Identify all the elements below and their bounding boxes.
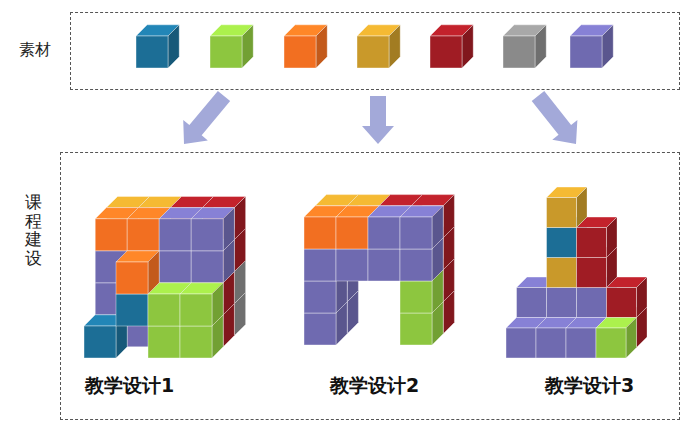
cube-side [432, 206, 443, 249]
cube [547, 187, 588, 228]
cube-front [547, 228, 577, 258]
cube [577, 217, 618, 258]
cube-side [626, 318, 637, 359]
cube-front [284, 36, 316, 68]
cube-side [212, 283, 223, 326]
cube [503, 25, 546, 68]
panel-heading: 课程建设 [25, 193, 42, 268]
cube-front [304, 217, 336, 249]
cube-front [400, 217, 432, 249]
cube-side [577, 187, 588, 228]
cube-front [566, 328, 596, 358]
cube-front [159, 219, 191, 251]
dashed-panel: 素材 [70, 12, 680, 90]
cube-front [304, 249, 336, 281]
cube-side [389, 25, 400, 68]
cube-front [547, 258, 577, 288]
cube-front [304, 281, 336, 313]
cube-front [148, 326, 180, 358]
design-caption: 教学设计3 [545, 373, 634, 399]
cube-front [148, 294, 180, 326]
cube-side [234, 196, 245, 239]
block-arrow [183, 91, 230, 144]
cube-front [304, 313, 336, 345]
block-arrow [532, 91, 578, 144]
cube-side [602, 25, 613, 68]
cube-front [84, 326, 116, 358]
cube-front [368, 217, 400, 249]
block-arrow [362, 96, 394, 144]
cube [191, 208, 234, 251]
cube-side [223, 208, 234, 251]
cube-front [180, 326, 212, 358]
cube [400, 206, 443, 249]
cube-front [506, 328, 536, 358]
cube-front [596, 328, 626, 358]
design-caption: 教学设计2 [330, 373, 419, 399]
cube-side [535, 25, 546, 68]
cube-front [607, 288, 637, 318]
cube-side [637, 277, 648, 318]
cube-stack [506, 187, 647, 358]
cube-front [136, 36, 168, 68]
cube-side [242, 25, 253, 68]
cube [596, 318, 637, 359]
cube [180, 283, 223, 326]
cube-front [577, 288, 607, 318]
cube [430, 25, 473, 68]
cube-side [443, 195, 454, 238]
cube-front [536, 328, 566, 358]
cube-front [191, 251, 223, 283]
cube-front [430, 36, 462, 68]
cube-front [95, 219, 127, 251]
cube-front [547, 288, 577, 318]
cube-front [400, 249, 432, 281]
cube-front [159, 251, 191, 283]
cube-side [462, 25, 473, 68]
cube-front [210, 36, 242, 68]
design-caption: 教学设计1 [85, 373, 174, 399]
cube-front [368, 249, 400, 281]
cube-side [607, 217, 618, 258]
cube-front [577, 258, 607, 288]
cube-front [503, 36, 535, 68]
cube [607, 277, 648, 318]
cube-front [336, 249, 368, 281]
cube [210, 25, 253, 68]
panel-heading: 素材 [19, 40, 51, 61]
cube-stack [84, 196, 246, 358]
cube-front [127, 219, 159, 251]
cube-front [570, 36, 602, 68]
cube [357, 25, 400, 68]
cube-side [148, 251, 159, 294]
cube-front [577, 228, 607, 258]
cube-side [168, 25, 179, 68]
cube-front [400, 281, 432, 313]
cube-front [191, 219, 223, 251]
cube-front [357, 36, 389, 68]
cube [570, 25, 613, 68]
cube-front [336, 217, 368, 249]
cube [116, 251, 159, 294]
cube-stack [304, 195, 454, 345]
cube [284, 25, 327, 68]
cube-front [116, 262, 148, 294]
cube-side [316, 25, 327, 68]
cube-front [400, 313, 432, 345]
cube [136, 25, 179, 68]
cube-front [547, 198, 577, 228]
cube-front [180, 294, 212, 326]
cube-front [517, 288, 547, 318]
cube-front [116, 294, 148, 326]
